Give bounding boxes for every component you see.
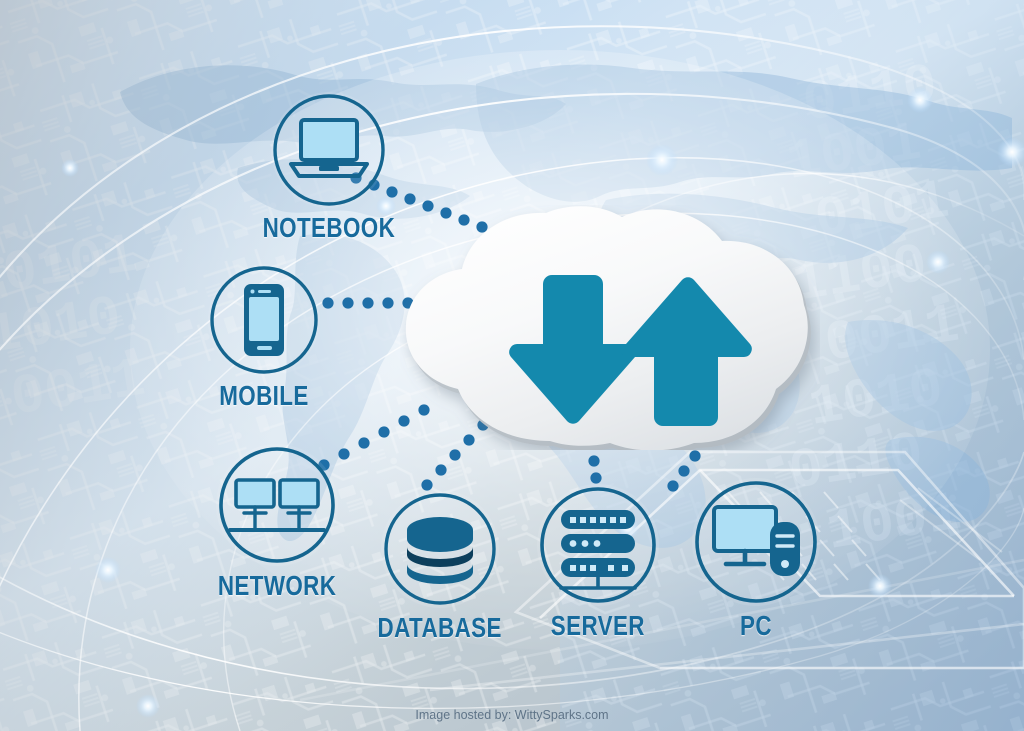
node-network[interactable]: NETWORK xyxy=(203,444,351,602)
cloud-shape xyxy=(405,206,811,456)
server-icon xyxy=(540,487,656,603)
upload-arrow xyxy=(620,277,752,426)
smartphone-icon xyxy=(210,266,318,374)
node-notebook[interactable]: NOTEBOOK xyxy=(246,92,412,244)
pc-circle[interactable] xyxy=(692,478,820,606)
server-circle[interactable] xyxy=(537,484,659,606)
database-icon xyxy=(384,493,496,605)
node-label-mobile: MOBILE xyxy=(219,380,309,411)
node-server[interactable]: SERVER xyxy=(537,484,659,642)
notebook-circle[interactable] xyxy=(270,92,387,208)
database-circle[interactable] xyxy=(380,490,499,608)
node-label-pc: PC xyxy=(740,610,772,641)
node-label-network: NETWORK xyxy=(217,570,337,601)
node-label-server: SERVER xyxy=(550,610,646,641)
node-label-database: DATABASE xyxy=(377,612,502,643)
node-mobile[interactable]: MOBILE xyxy=(208,264,320,412)
node-label-notebook: NOTEBOOK xyxy=(262,212,396,243)
node-pc[interactable]: PC xyxy=(692,478,820,642)
mobile-circle[interactable] xyxy=(208,264,320,376)
laptop-icon xyxy=(273,94,385,206)
desktop-pc-icon xyxy=(695,481,817,603)
node-database[interactable]: DATABASE xyxy=(362,490,517,644)
network-icon xyxy=(219,447,335,563)
image-caption: Image hosted by: WittySparks.com xyxy=(415,708,609,722)
cloud xyxy=(400,205,820,456)
network-circle[interactable] xyxy=(216,444,339,566)
download-arrow xyxy=(509,275,637,424)
